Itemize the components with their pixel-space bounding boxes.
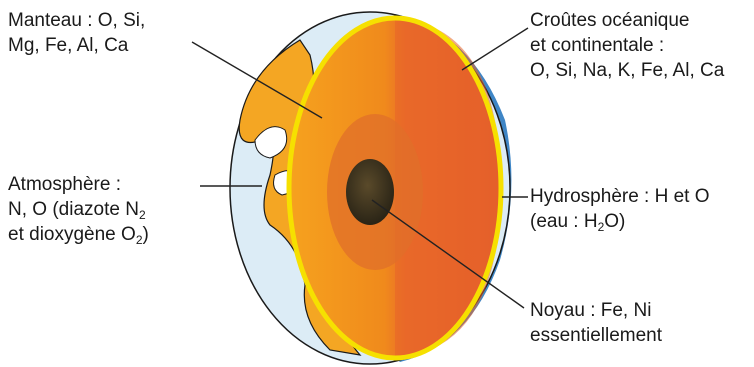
atmosphere-line2-text: N, O (diazote N [8,199,139,220]
hydrosphere-line1: Hydrosphère : H et O [530,184,710,209]
atmosphere-line3: et dioxygène O2) [8,222,149,247]
hydrosphere-line2-text: (eau : H [530,211,598,232]
inner-core [346,159,394,225]
hydrosphere-line2: (eau : H2O) [530,209,710,234]
atmosphere-line3-text: et dioxygène O [8,224,136,245]
atmosphere-line2-sub: 2 [139,208,146,222]
croutes-line1: Croûtes océanique [530,8,724,33]
manteau-line2: Mg, Fe, Al, Ca [8,33,145,58]
croutes-line3: O, Si, Na, K, Fe, Al, Ca [530,58,724,83]
hydrosphere-line2-close: O) [604,211,625,232]
noyau-line2: essentiellement [530,323,662,348]
atmosphere-line1: Atmosphère : [8,172,149,197]
label-hydrosphere: Hydrosphère : H et O (eau : H2O) [530,184,710,234]
label-atmosphere: Atmosphère : N, O (diazote N2 et dioxygè… [8,172,149,247]
label-manteau: Manteau : O, Si, Mg, Fe, Al, Ca [8,8,145,58]
label-noyau: Noyau : Fe, Ni essentiellement [530,298,662,348]
atmosphere-line3-close: ) [143,224,149,245]
croutes-line2: et continentale : [530,33,724,58]
atmosphere-line2: N, O (diazote N2 [8,197,149,222]
label-croutes: Croûtes océanique et continentale : O, S… [530,8,724,83]
noyau-line1: Noyau : Fe, Ni [530,298,662,323]
atmosphere-line3-sub: 2 [136,233,143,247]
leader-line-croutes [462,28,528,70]
manteau-line1: Manteau : O, Si, [8,8,145,33]
